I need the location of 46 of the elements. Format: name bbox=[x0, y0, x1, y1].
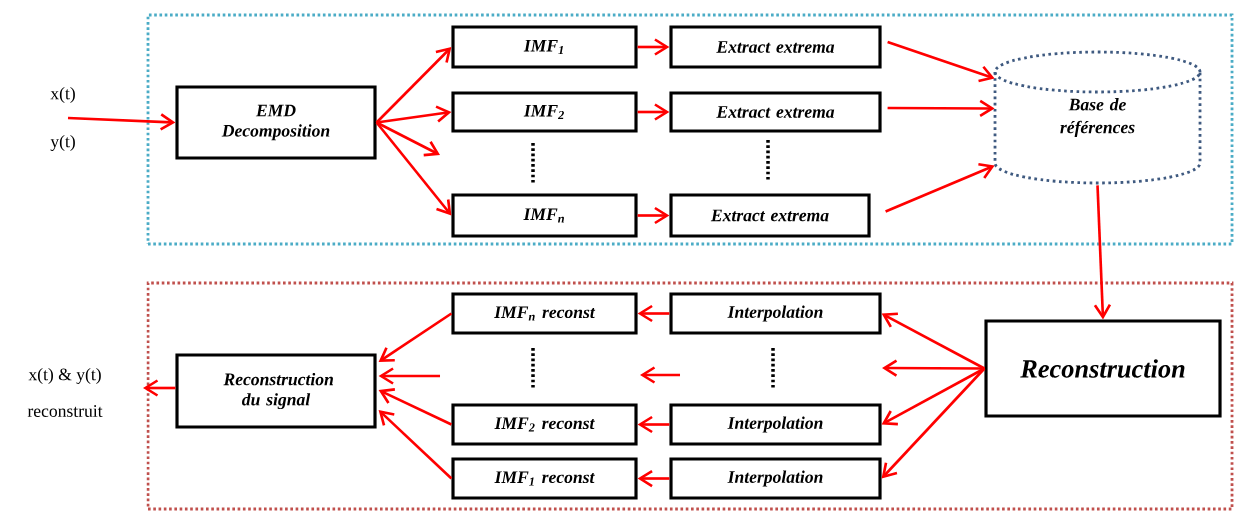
arrow bbox=[881, 367, 986, 479]
arrow bbox=[143, 379, 176, 397]
arrow bbox=[637, 469, 670, 488]
signal-label: reconstruit bbox=[27, 405, 103, 417]
process-box: Interpolation bbox=[669, 292, 882, 335]
signal-label: x(t) & y(t) bbox=[28, 368, 101, 384]
arrow bbox=[637, 103, 670, 121]
process-box: IMF$_{2}$ bbox=[451, 91, 638, 133]
arrow bbox=[1093, 185, 1112, 320]
arrow bbox=[378, 367, 440, 385]
arrow bbox=[375, 47, 452, 124]
arrow bbox=[637, 304, 670, 323]
arrow bbox=[376, 121, 440, 157]
signal-label: y(t) bbox=[50, 135, 75, 151]
process-box: Extract extrema bbox=[669, 25, 882, 69]
process-box: IMF$_{2}$ reconst bbox=[451, 403, 638, 446]
arrow bbox=[637, 206, 670, 225]
process-box: Interpolation bbox=[669, 457, 882, 500]
arrow bbox=[882, 359, 985, 377]
process-box: IMF$_{1}$ reconst bbox=[451, 457, 638, 500]
arrow bbox=[637, 415, 670, 434]
arrow bbox=[375, 121, 452, 216]
arrow bbox=[881, 312, 986, 370]
process-box: EMD Decomposition bbox=[175, 85, 377, 160]
arrow bbox=[376, 105, 452, 124]
process-box: Reconstruction bbox=[984, 319, 1222, 418]
arrow bbox=[637, 38, 670, 56]
arrow bbox=[887, 99, 995, 118]
process-box: IMF$_{n}$ reconst bbox=[451, 292, 638, 335]
arrow bbox=[378, 388, 452, 426]
arrow bbox=[378, 312, 453, 362]
process-box: IMF$_{1}$ bbox=[451, 25, 638, 69]
process-box: Interpolation bbox=[669, 403, 882, 446]
node-label: Base de références bbox=[1060, 98, 1135, 137]
arrow bbox=[67, 113, 176, 131]
process-box: IMF$_{n}$ bbox=[451, 193, 638, 238]
dotted-frame bbox=[146, 281, 1234, 511]
database-cylinder: Base de références bbox=[993, 50, 1202, 185]
arrow bbox=[887, 40, 995, 83]
arrow bbox=[885, 162, 995, 213]
process-box: Reconstruction du signal bbox=[175, 353, 377, 429]
signal-label: x(t) bbox=[50, 87, 75, 103]
process-box: Extract extrema bbox=[669, 91, 882, 133]
process-box: Extract extrema bbox=[669, 193, 871, 238]
arrow bbox=[378, 410, 453, 480]
dotted-frame bbox=[146, 13, 1234, 246]
